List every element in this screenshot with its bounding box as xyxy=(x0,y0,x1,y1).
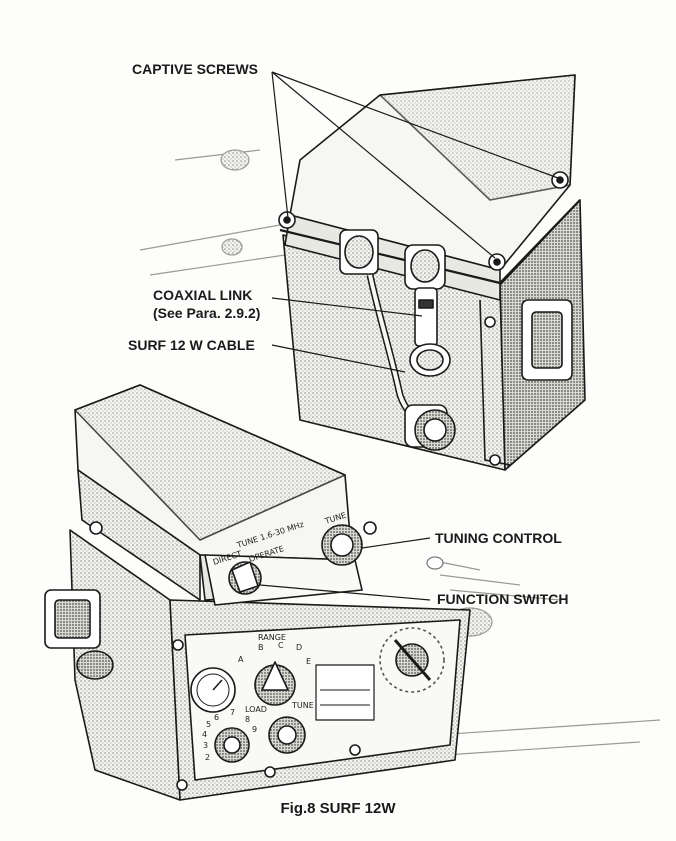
load-number-7: 7 xyxy=(230,708,235,717)
range-letter-d: D xyxy=(296,643,302,652)
load-number-2: 2 xyxy=(205,753,210,762)
captive-screw-rear xyxy=(551,171,569,189)
load-number-6: 6 xyxy=(214,713,219,722)
load-number-8: 8 xyxy=(245,715,250,724)
callout-tuning-control: TUNING CONTROL xyxy=(435,530,562,546)
range-letter-c: C xyxy=(278,641,284,650)
vehicle-structure xyxy=(139,149,661,761)
leader-lines xyxy=(259,71,559,601)
callout-coaxial-link-reference: (See Para. 2.9.2) xyxy=(153,305,261,321)
cable-connector xyxy=(404,404,456,451)
load-marking: LOAD xyxy=(245,705,267,714)
captive-screw-right xyxy=(488,253,506,271)
callout-coaxial-link: COAXIAL LINK xyxy=(153,287,253,303)
load-number-3: 3 xyxy=(203,741,208,750)
coaxial-link xyxy=(409,287,451,377)
rear-unit xyxy=(278,74,586,471)
callout-captive-screws: CAPTIVE SCREWS xyxy=(132,61,259,77)
front-unit xyxy=(44,384,471,801)
range-marking: RANGE xyxy=(258,633,286,642)
meter xyxy=(190,667,236,713)
load-number-4: 4 xyxy=(202,730,207,739)
rear-rf-connector-left xyxy=(339,229,379,275)
function-switch xyxy=(228,561,262,595)
range-switch xyxy=(254,661,296,706)
figure-caption: Fig.8 SURF 12W xyxy=(280,800,396,817)
range-letter-a: A xyxy=(238,655,244,664)
range-letter-b: B xyxy=(258,643,264,652)
load-number-9: 9 xyxy=(252,725,257,734)
load-knob xyxy=(214,727,250,763)
range-letter-e: E xyxy=(306,657,311,666)
right-dial xyxy=(379,627,445,693)
captive-screw-left xyxy=(278,211,296,229)
rear-rf-connector-right xyxy=(404,244,446,290)
callout-function-switch: FUNCTION SWITCH xyxy=(437,591,569,607)
tuning-control xyxy=(321,524,363,566)
tune-knob-small xyxy=(268,716,306,754)
tune-small-marking: TUNE xyxy=(291,701,314,710)
load-number-5: 5 xyxy=(206,720,211,729)
callout-surf-cable: SURF 12 W CABLE xyxy=(128,337,255,353)
